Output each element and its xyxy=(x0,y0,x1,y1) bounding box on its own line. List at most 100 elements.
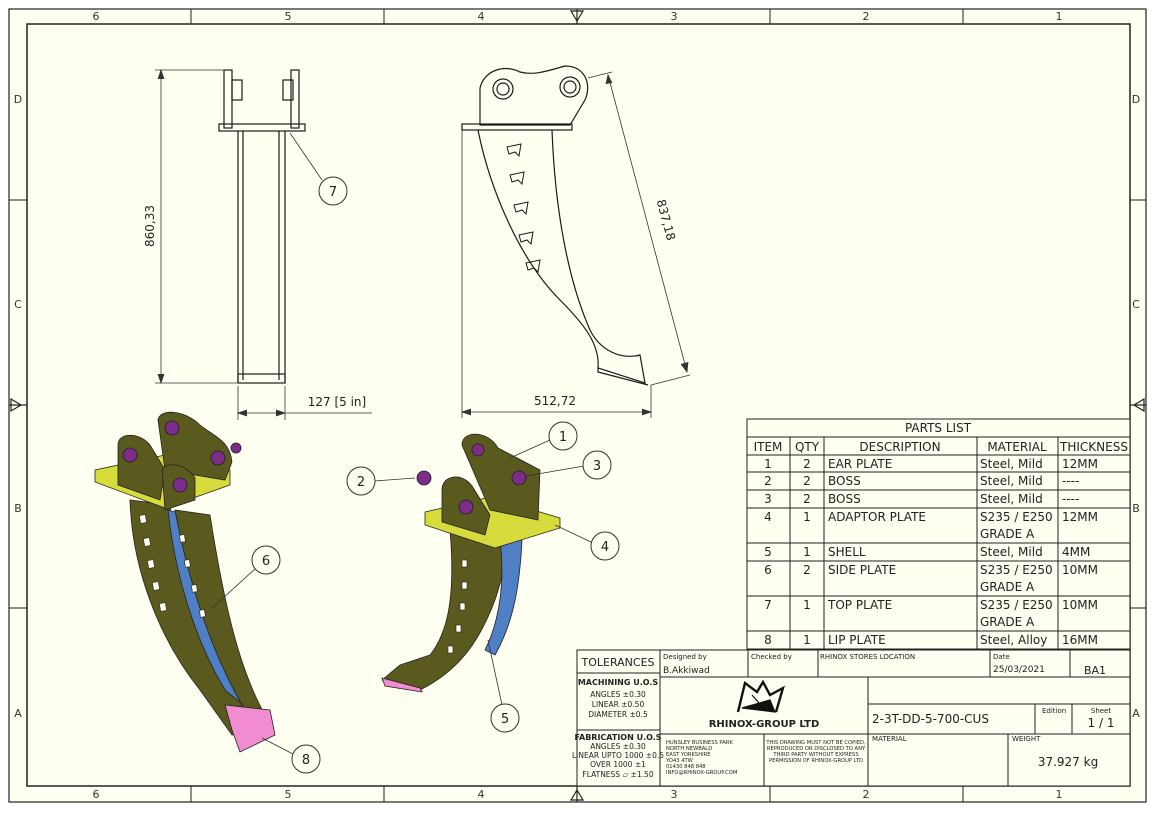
balloon-4 xyxy=(590,531,620,561)
balloon-label: 2 xyxy=(357,475,365,490)
zone-ticks xyxy=(9,9,1146,802)
machining-tol: LINEAR ±0.50 xyxy=(592,700,645,709)
shell-iso-right xyxy=(484,539,523,656)
balloon-6 xyxy=(251,545,281,575)
border-labels: 6 5 4 3 2 1 6 5 4 3 2 1 D C B A D C B A xyxy=(14,10,1140,801)
iso-view-left xyxy=(94,411,276,753)
title-block xyxy=(576,649,1131,787)
cell-material: Steel, Mild xyxy=(980,474,1043,488)
cell-description: BOSS xyxy=(828,474,861,488)
cell-material: Steel, Alloy xyxy=(980,633,1047,647)
cell-description: EAR PLATE xyxy=(828,457,892,471)
machining-title: MACHINING U.O.S xyxy=(578,678,659,687)
row-label: D xyxy=(14,93,22,106)
cell-qty: 1 xyxy=(803,598,811,612)
col-label: 2 xyxy=(863,10,870,23)
iso-view-right xyxy=(381,433,561,693)
balloon-7 xyxy=(318,176,348,206)
row-label: B xyxy=(14,502,22,515)
cell-description: BOSS xyxy=(828,492,861,506)
leader-6 xyxy=(211,567,257,609)
adaptor-plate-side xyxy=(461,123,573,131)
col-label: 3 xyxy=(671,10,678,23)
side-view xyxy=(461,65,649,386)
row-label: A xyxy=(1132,707,1140,720)
checked-by-label: Checked by xyxy=(751,653,792,661)
cell-description: SIDE PLATE xyxy=(828,563,896,577)
front-dimensions xyxy=(155,68,372,420)
header-description: DESCRIPTION xyxy=(859,440,940,454)
balloon-1 xyxy=(548,421,578,451)
balloon-label: 3 xyxy=(593,459,601,474)
cell-thickness: 12MM xyxy=(1062,510,1098,524)
address-line: EAST YORKSHIRE xyxy=(666,752,711,758)
sheet-size: BA1 xyxy=(1084,664,1106,677)
cell-material: Steel, Mild xyxy=(980,545,1043,559)
row-label: A xyxy=(14,707,22,720)
header-qty: QTY xyxy=(795,440,820,454)
designed-by: B.Akkiwad xyxy=(663,666,710,676)
header-item: ITEM xyxy=(754,440,783,454)
parts-list: PARTS LIST ITEM QTY DESCRIPTION MATERIAL… xyxy=(746,418,1131,650)
cell-thickness: 4MM xyxy=(1062,545,1090,559)
cell-thickness: ---- xyxy=(1062,474,1079,488)
leader-5 xyxy=(487,639,503,706)
cell-material-grade: GRADE A xyxy=(980,527,1035,541)
cell-qty: 2 xyxy=(803,563,811,577)
balloon-5 xyxy=(490,703,520,733)
edition-label: Edition xyxy=(1042,707,1066,715)
tolerances-title: TOLERANCES xyxy=(580,656,654,669)
cell-qty: 1 xyxy=(803,633,811,647)
weight-label: WEIGHT xyxy=(1012,735,1041,743)
col-label: 4 xyxy=(478,788,485,801)
balloon-label: 8 xyxy=(302,753,310,768)
cell-thickness: 10MM xyxy=(1062,598,1098,612)
drawing-number: 2-3T-DD-5-700-CUS xyxy=(872,712,989,726)
lip-plate-front xyxy=(237,373,286,384)
disclaimer-line: PERMISSION OF RHINOX-GROUP LTD xyxy=(769,758,863,764)
cell-item: 3 xyxy=(764,492,772,506)
cell-description: ADAPTOR PLATE xyxy=(828,510,926,524)
col-label: 1 xyxy=(1056,788,1063,801)
dim-width-front: 127 [5 in] xyxy=(308,395,366,409)
disclaimer-line: THIS DRAWING MUST NOT BE COPIED, xyxy=(765,740,866,746)
balloon-label: 4 xyxy=(601,540,609,555)
date: 25/03/2021 xyxy=(993,665,1045,675)
address-line: HUNSLEY BUSINESS PARK xyxy=(666,740,733,746)
cell-description: TOP PLATE xyxy=(827,598,892,612)
ear-plate-iso-right-b xyxy=(461,433,541,521)
cell-material: S235 / E250 xyxy=(980,510,1053,524)
company-name: RHINOX-GROUP LTD xyxy=(709,719,820,730)
col-label: 2 xyxy=(863,788,870,801)
adaptor-plate-front xyxy=(218,123,306,132)
balloon-label: 7 xyxy=(329,185,337,200)
cell-material: Steel, Mild xyxy=(980,492,1043,506)
fabrication-tol: LINEAR UPTO 1000 ±0.5 xyxy=(572,751,664,760)
company-logo xyxy=(736,679,785,713)
balloon-2 xyxy=(346,466,376,496)
lip-plate-iso-right xyxy=(381,677,423,693)
cell-item: 1 xyxy=(764,457,772,471)
designed-by-label: Designed by xyxy=(663,653,707,661)
ear-plate-right xyxy=(290,69,300,129)
leader-1 xyxy=(509,439,551,459)
cell-thickness: 10MM xyxy=(1062,563,1098,577)
col-label: 6 xyxy=(93,788,100,801)
leader-3 xyxy=(525,465,585,477)
cell-qty: 2 xyxy=(803,474,811,488)
fabrication-tol: FLATNESS ⏥ ±1.50 xyxy=(582,770,653,779)
cell-item: 4 xyxy=(764,510,772,524)
leader-4 xyxy=(554,524,594,544)
leader-8 xyxy=(261,737,294,755)
cell-item: 2 xyxy=(764,474,772,488)
cell-material: S235 / E250 xyxy=(980,563,1053,577)
cell-qty: 2 xyxy=(803,457,811,471)
fabrication-tol: ANGLES ±0.30 xyxy=(590,742,646,751)
row-label: C xyxy=(1132,298,1140,311)
balloon-label: 1 xyxy=(559,430,567,445)
balloon-3 xyxy=(582,450,612,480)
cell-qty: 1 xyxy=(803,510,811,524)
disclaimer-line: REPRODUCED OR DISCLOSED TO ANY xyxy=(767,746,866,752)
